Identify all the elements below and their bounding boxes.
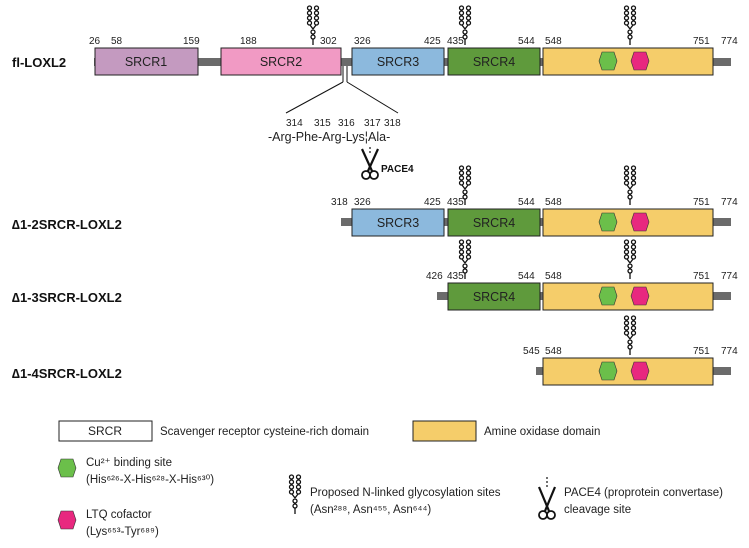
legend-glycosylation-icon: [288, 474, 302, 515]
pos-label: 751: [693, 197, 710, 208]
srcr4-domain: [447, 282, 541, 311]
pos-label: 58: [111, 36, 123, 47]
legend-srcr-box: [58, 420, 153, 442]
amine-oxidase-domain: [542, 47, 714, 76]
construct-name-fl: fl-LOXL2: [12, 55, 66, 70]
glycosylation-icon: [306, 5, 320, 46]
residue-number: 317: [364, 118, 381, 129]
legend-glyco-line2: (Asn²⁸⁸, Asn⁴⁵⁵, Asn⁶⁴⁴): [310, 504, 431, 516]
pos-label: 548: [545, 36, 562, 47]
srcr4-domain: [447, 208, 541, 237]
pos-label: 544: [518, 36, 535, 47]
srcr1-domain: [94, 47, 199, 76]
cu-binding-hexagon-icon: [598, 51, 618, 71]
legend-glyco-line1: Proposed N-linked glycosylation sites: [310, 487, 501, 499]
amine-oxidase-domain: [542, 208, 714, 237]
ltq-hexagon-icon: [630, 361, 650, 381]
pos-label: 159: [183, 36, 200, 47]
srcr4-domain: [447, 47, 541, 76]
pos-label: 774: [721, 346, 738, 357]
pos-label: 426: [426, 271, 443, 282]
srcr2-label: SRCR2: [260, 55, 302, 69]
construct-name-d12: ∆1-2SRCR-LOXL2: [12, 217, 122, 232]
cu-binding-hexagon-icon: [598, 212, 618, 232]
srcr4-label: SRCR4: [473, 216, 515, 230]
residue-number: 315: [314, 118, 331, 129]
pos-label: 326: [354, 197, 371, 208]
pos-label: 774: [721, 197, 738, 208]
legend-ltq-line2: (Lys⁶⁵³-Tyr⁶⁸⁹): [86, 526, 159, 538]
srcr3-label: SRCR3: [377, 216, 419, 230]
pos-label: 425: [424, 36, 441, 47]
legend-cu-line2: (His⁶²⁶-X-His⁶²⁸-X-His⁶³⁰): [86, 474, 214, 486]
amine-oxidase-domain: [542, 357, 714, 386]
pos-label: 544: [518, 197, 535, 208]
pos-label: 435: [447, 197, 464, 208]
pos-label: 545: [523, 346, 540, 357]
legend-cu-line1: Cu²⁺ binding site: [86, 457, 172, 469]
pos-label: 435: [447, 36, 464, 47]
pos-label: 26: [89, 36, 101, 47]
pos-label: 326: [354, 36, 371, 47]
scissors-icon: [360, 147, 380, 180]
srcr3-domain: [351, 47, 445, 76]
pos-label: 548: [545, 271, 562, 282]
srcr3-domain: [351, 208, 445, 237]
srcr1-label: SRCR1: [125, 55, 167, 69]
pos-label: 774: [721, 271, 738, 282]
zoom-line: [346, 81, 399, 114]
pos-label: 302: [320, 36, 337, 47]
pos-label: 751: [693, 346, 710, 357]
construct-name-d14: ∆1-4SRCR-LOXL2: [12, 366, 122, 381]
legend-srcr-box-label: SRCR: [88, 424, 122, 438]
amine-oxidase-domain: [542, 282, 714, 311]
pos-label: 751: [693, 36, 710, 47]
residue-number: 316: [338, 118, 355, 129]
srcr3-label: SRCR3: [377, 55, 419, 69]
cu-binding-hexagon-icon: [598, 361, 618, 381]
cleavage-sequence: -Arg-Phe-Arg-Lys¦Ala-: [268, 130, 390, 144]
pos-label: 548: [545, 197, 562, 208]
ltq-hexagon-icon: [630, 51, 650, 71]
pos-label: 751: [693, 271, 710, 282]
ltq-hexagon-icon: [630, 286, 650, 306]
glycosylation-icon: [623, 315, 637, 356]
legend-ltq-hexagon-icon: [57, 510, 77, 530]
legend-ltq-line1: LTQ cofactor: [86, 509, 152, 521]
pos-label: 548: [545, 346, 562, 357]
pace4-label: PACE4: [381, 164, 414, 175]
zoom-line: [285, 81, 344, 114]
legend-pace4-line1: PACE4 (proprotein convertase): [564, 487, 723, 499]
construct-name-d13: ∆1-3SRCR-LOXL2: [12, 290, 122, 305]
legend-ao-text: Amine oxidase domain: [484, 426, 600, 438]
srcr4-label: SRCR4: [473, 290, 515, 304]
pos-label: 425: [424, 197, 441, 208]
legend-scissors-icon: [537, 477, 557, 520]
glycosylation-icon: [623, 5, 637, 46]
pos-label: 544: [518, 271, 535, 282]
cu-binding-hexagon-icon: [598, 286, 618, 306]
legend-cu-hexagon-icon: [57, 458, 77, 478]
legend-srcr-text: Scavenger receptor cysteine-rich domain: [160, 426, 369, 438]
srcr2-domain: [220, 47, 342, 76]
legend-ao-box: [412, 420, 477, 442]
pos-label: 435: [447, 271, 464, 282]
glycosylation-icon: [623, 165, 637, 206]
legend-pace4-line2: cleavage site: [564, 504, 631, 516]
pos-label: 188: [240, 36, 257, 47]
srcr4-label: SRCR4: [473, 55, 515, 69]
pos-label: 774: [721, 36, 738, 47]
glycosylation-icon: [623, 239, 637, 280]
pos-label: 318: [331, 197, 348, 208]
residue-number: 314: [286, 118, 303, 129]
residue-number: 318: [384, 118, 401, 129]
ltq-hexagon-icon: [630, 212, 650, 232]
